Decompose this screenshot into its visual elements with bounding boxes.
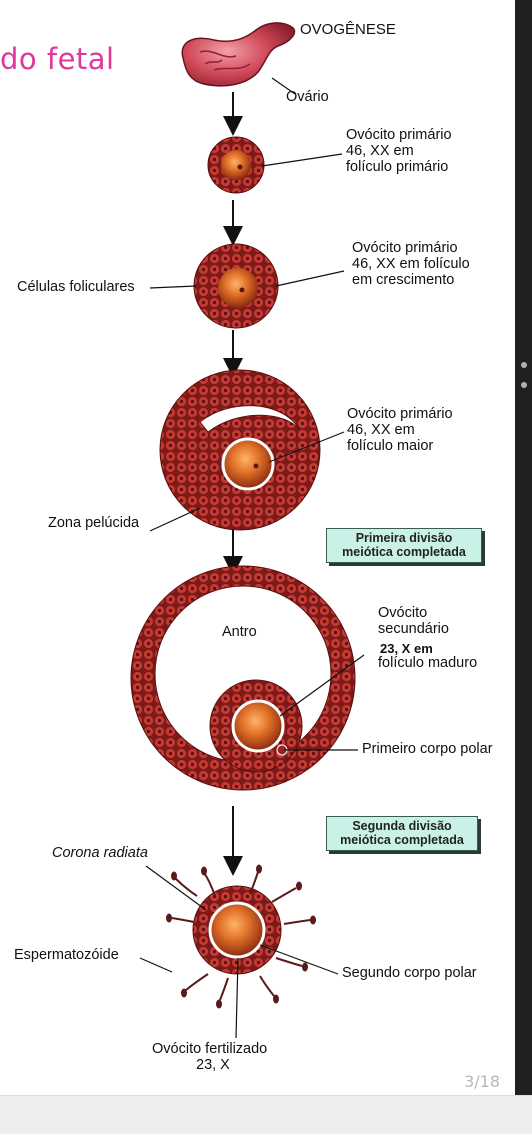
label-stage2-line2: 46, XX em folículo — [352, 256, 470, 272]
label-stage4-line2: secundário — [378, 621, 449, 637]
label-zona-pelucida: Zona pelúcida — [48, 515, 140, 531]
box-segunda-line1: Segunda divisão — [352, 819, 452, 833]
label-stage4-line1: Ovócito — [378, 605, 428, 621]
label-stage3-line2: 46, XX em — [347, 422, 415, 438]
box-primeira-line1: Primeira divisão — [355, 531, 453, 545]
box-primeira-divisao: Primeira divisão meiótica completada — [326, 528, 482, 563]
larger-follicle — [159, 369, 321, 531]
label-stage3-line1: Ovócito primário — [347, 406, 453, 422]
label-ovario: Ovário — [286, 89, 329, 105]
page-counter: 3/18 — [464, 1072, 500, 1091]
label-stage1-line3: folículo primário — [346, 159, 449, 175]
box-segunda-line2: meiótica completada — [340, 832, 464, 847]
scroll-handle-icon[interactable] — [520, 362, 528, 410]
label-stage4-line4: folículo maduro — [378, 655, 478, 671]
scroll-edge — [515, 0, 532, 1095]
label-stage1-line2: 46, XX em — [346, 143, 414, 159]
fertilized-oocyte — [166, 864, 316, 1009]
box-segunda-divisao: Segunda divisão meiótica completada — [326, 816, 478, 851]
label-stage3-line3: folículo maior — [347, 438, 434, 454]
label-fertilizado-line2: 23, X — [196, 1057, 230, 1073]
label-segundo-corpo-polar: Segundo corpo polar — [342, 965, 477, 981]
label-fertilizado-line1: Ovócito fertilizado — [152, 1041, 268, 1057]
box-primeira-line2: meiótica completada — [342, 544, 466, 559]
label-corona-radiata: Corona radiata — [52, 845, 148, 861]
mature-follicle — [130, 565, 356, 791]
primary-follicle — [207, 136, 265, 194]
page-title-fragment: do fetal — [0, 42, 115, 76]
diagram-heading: OVOGÊNESE — [300, 21, 396, 38]
label-stage1-line1: Ovócito primário — [346, 127, 452, 143]
label-espermatozoide: Espermatozóide — [14, 947, 119, 963]
growing-follicle — [193, 243, 279, 329]
label-celulas-foliculares: Células foliculares — [17, 279, 135, 295]
label-antro: Antro — [222, 624, 257, 640]
label-stage4-line3: 23, X em — [380, 641, 433, 656]
label-primeiro-corpo-polar: Primeiro corpo polar — [362, 741, 493, 757]
label-stage2-line1: Ovócito primário — [352, 240, 458, 256]
ovary-shape — [181, 22, 296, 87]
oogenesis-diagram — [130, 22, 365, 1039]
label-stage2-line3: em crescimento — [352, 272, 455, 288]
bottom-bar — [0, 1095, 532, 1134]
